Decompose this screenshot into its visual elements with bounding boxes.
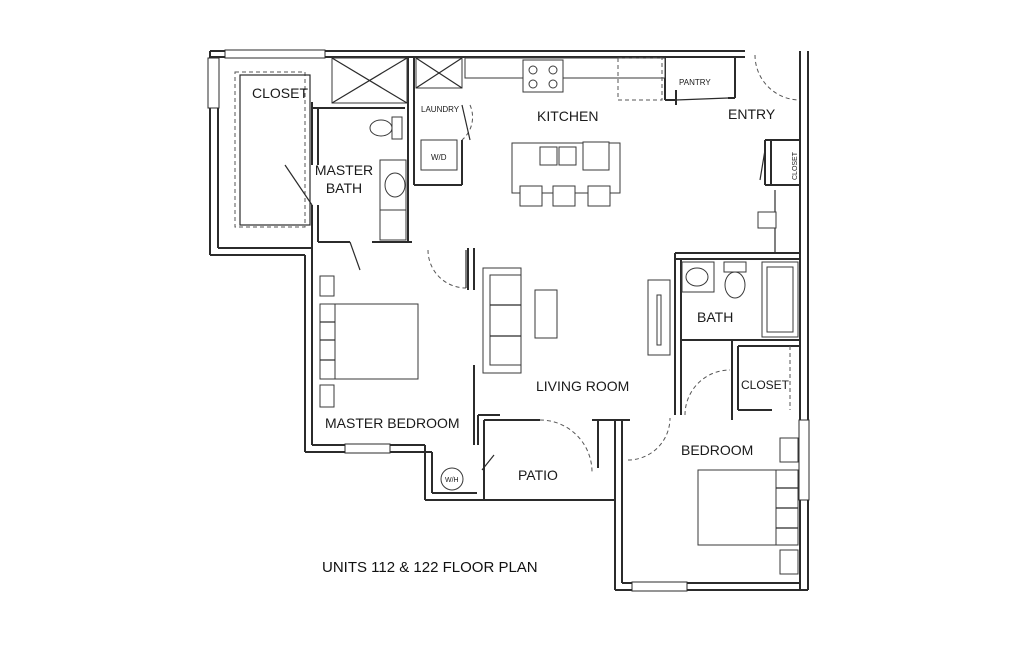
label-kitchen: KITCHEN [537,108,598,124]
interior-walls [311,57,800,501]
label-bath: BATH [697,309,733,325]
fixtures [234,57,799,575]
label-wd: W/D [431,153,447,162]
label-patio: PATIO [518,467,558,483]
label-closet-bedroom: CLOSET [741,378,790,392]
label-closet-entry: CLOSET [792,151,799,180]
label-master-bath-2: BATH [326,180,362,196]
plan-title: UNITS 112 & 122 FLOOR PLAN [322,559,538,576]
label-master-bath-1: MASTER [315,162,373,178]
label-bedroom: BEDROOM [681,442,753,458]
label-wh: W/H [445,477,459,484]
room-labels: CLOSET MASTER BATH LAUNDRY W/D KITCHEN P… [252,78,799,484]
label-pantry: PANTRY [679,78,711,87]
label-master-bedroom: MASTER BEDROOM [325,415,460,431]
windows [207,49,810,592]
label-living-room: LIVING ROOM [536,378,629,394]
label-closet-master: CLOSET [252,85,308,101]
label-entry: ENTRY [728,106,776,122]
label-laundry: LAUNDRY [421,105,460,114]
door-swings [284,54,801,473]
